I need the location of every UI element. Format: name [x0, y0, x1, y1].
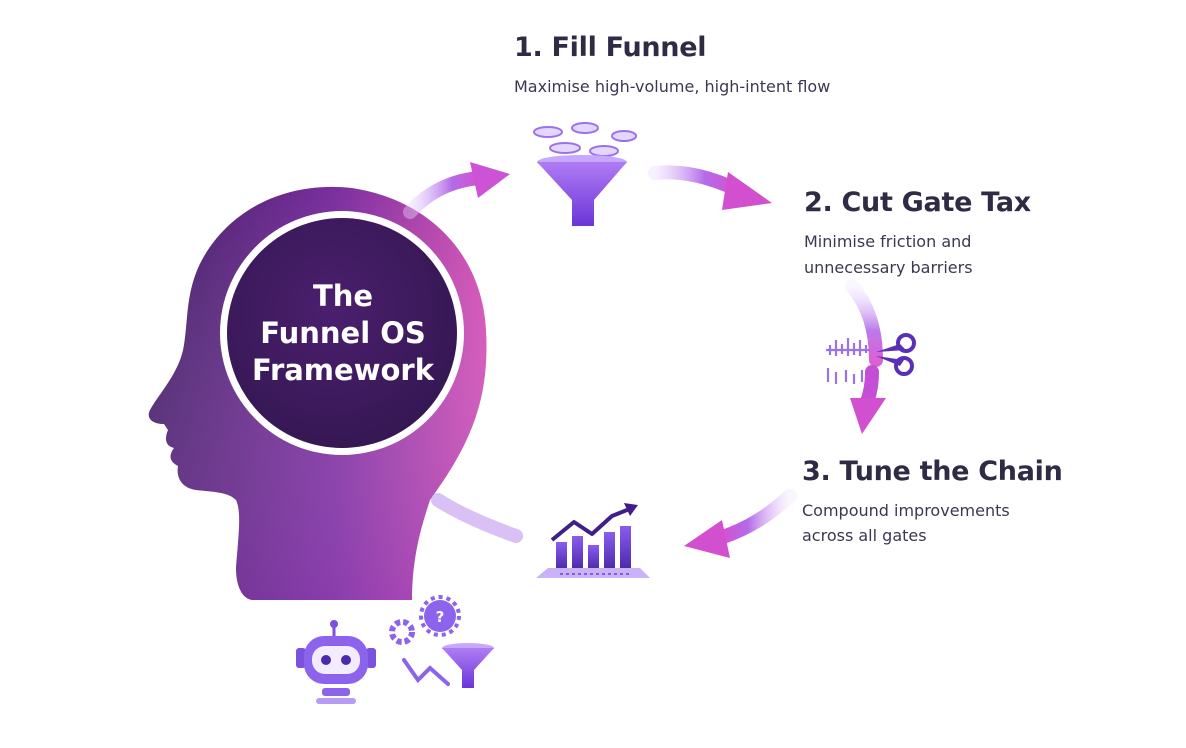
head-silhouette-icon: [148, 186, 487, 600]
framework-title: The Funnel OS Framework: [228, 278, 458, 389]
svg-text:?: ?: [436, 608, 445, 626]
small-funnel-icon: [402, 643, 494, 688]
funnel-coins-icon: [533, 122, 637, 226]
step-1-title: 1. Fill Funnel: [514, 32, 707, 63]
gear-icon: [389, 619, 415, 645]
step-3-title: 3. Tune the Chain: [802, 456, 1063, 487]
step-3-desc-line-1: Compound improvements: [802, 501, 1010, 520]
arrow-to-step-3: [845, 279, 886, 434]
arrow-to-chart: [684, 489, 797, 558]
scissors-icon: [826, 333, 916, 384]
arrow-to-head: [431, 493, 523, 543]
framework-title-line-2: Funnel OS: [260, 316, 426, 350]
growth-chart-icon: [536, 503, 650, 578]
robot-icon: [296, 620, 376, 704]
step-1-desc: Maximise high-volume, high-intent flow: [514, 77, 831, 96]
arrow-to-step-2: [648, 165, 772, 210]
step-2-desc-line-2: unnecessary barriers: [804, 258, 973, 277]
step-3-desc-line-2: across all gates: [802, 526, 927, 545]
framework-title-line-3: Framework: [251, 353, 434, 387]
question-gear-icon: ?: [419, 595, 461, 637]
framework-title-line-1: The: [312, 279, 374, 313]
step-2-desc-line-1: Minimise friction and: [804, 232, 972, 251]
step-2-title: 2. Cut Gate Tax: [804, 187, 1031, 218]
arrow-to-step-1: [403, 162, 510, 219]
